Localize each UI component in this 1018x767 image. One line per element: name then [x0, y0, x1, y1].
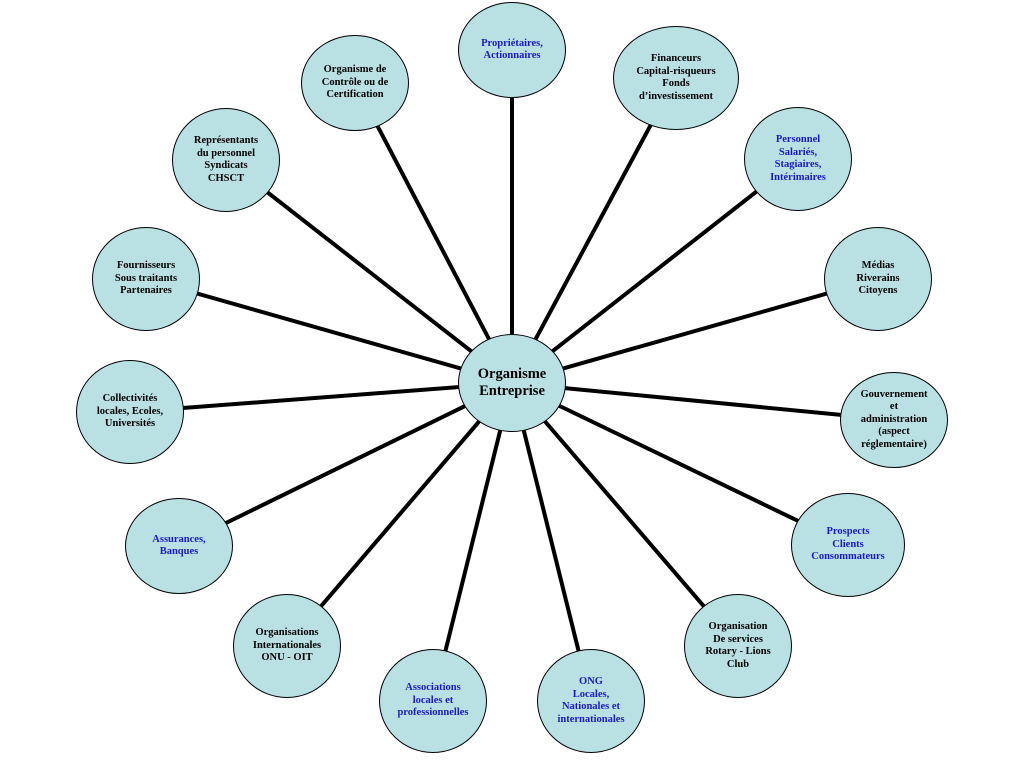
node-ong[interactable]: ONG Locales, Nationales et international… [537, 649, 645, 753]
connector-line-services [510, 381, 740, 648]
node-label: Gouvernement et administration (aspect r… [860, 388, 928, 450]
node-representants[interactable]: Représentants du personnel Syndicats CHS… [172, 108, 280, 212]
connector-line-personnel [510, 157, 800, 385]
node-gouvernement[interactable]: Gouvernement et administration (aspect r… [840, 372, 948, 468]
connector-line-assurances [178, 381, 513, 548]
node-proprietaires[interactable]: Propriétaires, Actionnaires [458, 2, 566, 98]
node-label: Propriétaires, Actionnaires [481, 37, 543, 62]
node-label: Fournisseurs Sous traitants Partenaires [114, 260, 178, 297]
node-label: ONG Locales, Nationales et international… [557, 676, 625, 725]
node-label: Organisations Internationales ONU - OIT [252, 627, 322, 664]
node-label: Personnel Salariés, Stagiaires, Intérima… [770, 134, 826, 183]
node-label: Prospects Clients Consommateurs [811, 526, 885, 563]
node-organisme-entreprise[interactable]: Organisme Entreprise [458, 334, 566, 432]
connector-line-medias [511, 277, 879, 385]
connector-line-financeurs [510, 77, 678, 384]
connector-line-gouvernement [511, 381, 895, 422]
node-label: Organisation De services Rotary - Lions … [705, 621, 771, 670]
connector-line-representants [224, 158, 514, 385]
node-controle[interactable]: Organisme de Contrôle ou de Certificatio… [301, 35, 409, 131]
node-label: Collectivités locales, Ecoles, Universit… [96, 393, 164, 430]
node-assurances[interactable]: Assurances, Banques [125, 498, 233, 594]
connector-line-ong [510, 382, 593, 702]
node-financeurs[interactable]: Financeurs Capital-risqueurs Fonds d’inv… [613, 26, 739, 130]
node-fournisseurs[interactable]: Fournisseurs Sous traitants Partenaires [92, 227, 200, 331]
node-label: Financeurs Capital-risqueurs Fonds d’inv… [636, 53, 716, 102]
node-label: Associations locales et professionnelles [397, 682, 469, 719]
connector-line-collectivites [129, 381, 513, 414]
connector-line-internationales [285, 381, 514, 648]
connector-line-controle [353, 82, 514, 384]
node-label: Organisme de Contrôle ou de Certificatio… [321, 64, 389, 101]
node-label: Organisme Entreprise [477, 366, 547, 399]
connector-line-associations [431, 382, 514, 702]
node-medias[interactable]: Médias Riverains Citoyens [824, 227, 932, 331]
node-services[interactable]: Organisation De services Rotary - Lions … [684, 594, 792, 698]
node-collectivites[interactable]: Collectivités locales, Ecoles, Universit… [76, 360, 184, 464]
node-personnel[interactable]: Personnel Salariés, Stagiaires, Intérima… [744, 107, 852, 211]
connector-line-fournisseurs [145, 277, 513, 385]
node-label: Médias Riverains Citoyens [856, 260, 900, 297]
node-organisations-internationales[interactable]: Organisations Internationales ONU - OIT [233, 594, 341, 698]
connector-line-prospects [511, 381, 849, 547]
node-prospects[interactable]: Prospects Clients Consommateurs [791, 493, 905, 597]
node-label: Représentants du personnel Syndicats CHS… [193, 135, 259, 184]
node-associations[interactable]: Associations locales et professionnelles [379, 649, 487, 753]
node-label: Assurances, Banques [152, 533, 206, 558]
